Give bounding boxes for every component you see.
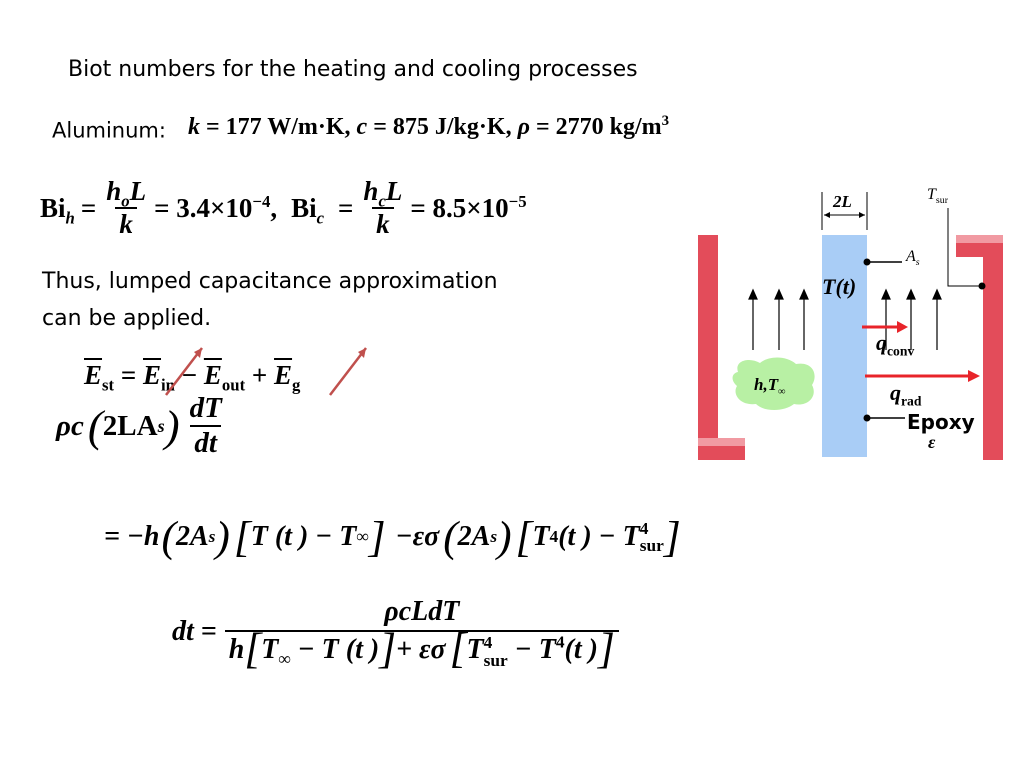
- tsur-label: Tsur: [927, 186, 949, 207]
- biot-equations: Bih = hoL k = 3.4×10−4, Bic = hcL k = 8.…: [40, 176, 527, 239]
- biot-cooling-value: = 8.5×10−5: [410, 191, 527, 223]
- material-properties: Aluminum: k = 177 W/m·K, c = 875 J/kg·K,…: [52, 113, 670, 143]
- two-L-label: 2L: [833, 192, 852, 211]
- e-in: E: [143, 360, 162, 390]
- dim-arrowhead-right: [859, 212, 865, 218]
- dTdt-fraction: dT dt: [189, 392, 222, 459]
- biot-heating-label: Bih: [40, 192, 75, 227]
- e-stored: E: [84, 360, 103, 390]
- qrad-arrowhead: [968, 370, 980, 382]
- left-flow-arrows: [748, 288, 809, 350]
- biot-heating-value: = 3.4×10−4,: [154, 191, 278, 223]
- fluid-blob: [732, 357, 815, 410]
- fluid-label: h,T∞: [754, 375, 786, 398]
- epoxy-plate: [822, 235, 867, 457]
- epoxy-label: Epoxy: [907, 410, 975, 434]
- qconv-label: qconv: [876, 330, 915, 359]
- e-out: E: [203, 360, 222, 390]
- left-wall-base-shade: [698, 438, 745, 446]
- right-flow-arrows: [881, 288, 942, 350]
- right-wall-vertical: [983, 257, 1003, 460]
- as-dot: [863, 258, 871, 266]
- diagram-graphics: [698, 192, 1003, 460]
- biot-heating-fraction: hoL k: [106, 176, 147, 239]
- material-label: Aluminum:: [52, 118, 166, 143]
- as-label: As: [906, 248, 920, 269]
- right-wall-top-shade: [956, 235, 1003, 243]
- conclusion-line-1: Thus, lumped capacitance approximation: [42, 269, 498, 294]
- biot-cooling-fraction: hcL k: [363, 176, 403, 239]
- material-values: k = 177 W/m·K, c = 875 J/kg·K, ρ = 2770 …: [187, 113, 670, 140]
- dim-arrowhead-left: [824, 212, 830, 218]
- cancel-arrowhead-g: [358, 348, 366, 358]
- tsur-leader: [947, 208, 982, 287]
- biot-cooling-label: Bic: [291, 192, 325, 227]
- qconv-arrowhead: [897, 321, 908, 333]
- epoxy-dot: [863, 414, 871, 422]
- cancel-strike-g: [329, 347, 367, 396]
- energy-balance: Est = Ein − Eout + Eg: [84, 360, 301, 395]
- tsur-dot: [978, 282, 986, 290]
- qrad-label: qrad: [890, 380, 922, 409]
- tt-label: T(t): [822, 274, 857, 299]
- heat-transfer-diagram: 2L Tsur As T(t) qconv h,T∞ qrad Epoxy ε: [690, 180, 1010, 470]
- e-generated: E: [274, 360, 293, 390]
- slide-heading: Biot numbers for the heating and cooling…: [68, 57, 638, 82]
- epsilon-label: ε: [928, 432, 936, 452]
- left-wall-vertical: [698, 235, 718, 460]
- cancel-arrowhead-in: [194, 348, 202, 358]
- conclusion-line-2: can be applied.: [42, 306, 212, 331]
